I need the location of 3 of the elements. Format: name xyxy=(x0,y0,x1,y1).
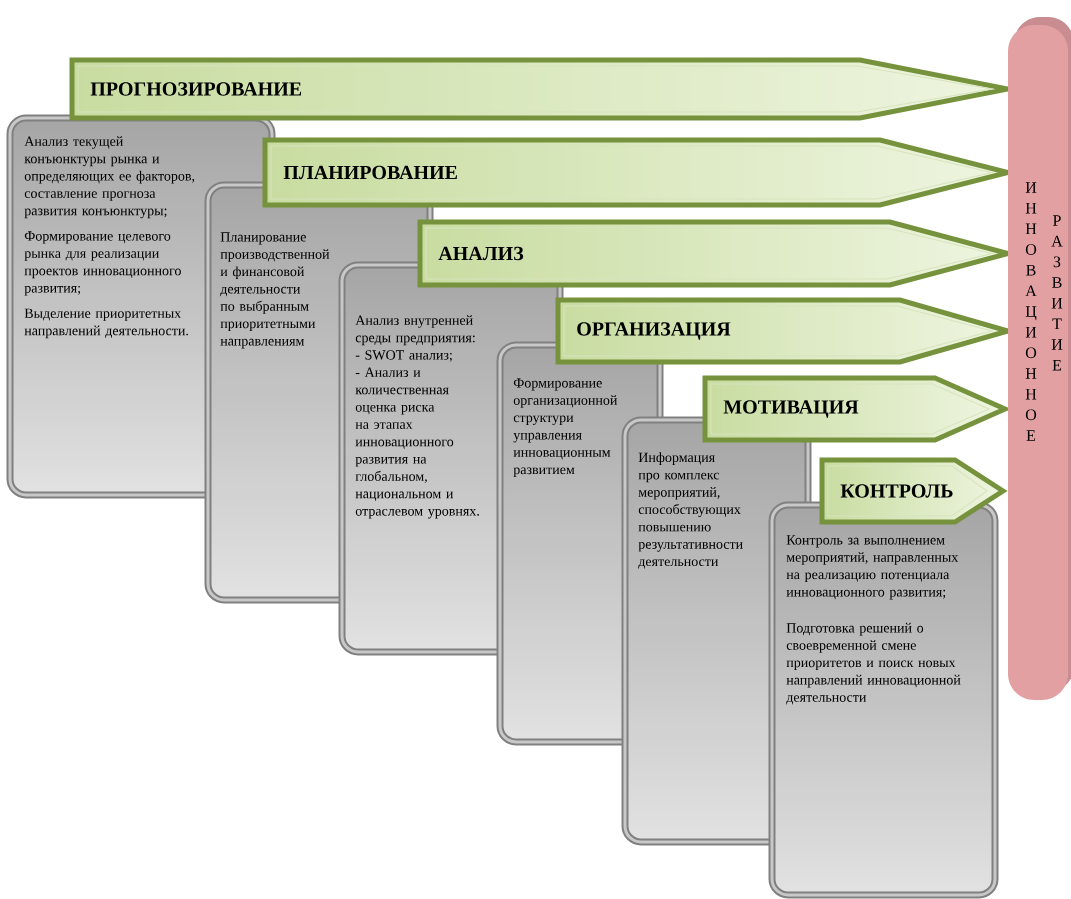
vertical-banner: ИННОВАЦИОННОЕ РАЗВИТИЕ xyxy=(1008,17,1071,700)
text-card: Контроль за выполнением мероприятий, направленных на реализацию потенциала инновационного развития; Подготовка решений о своевременной смене приоритетов и поиск новых направлений инновационной деятельности xyxy=(768,501,999,899)
arrow-banner: КОНТРОЛЬ xyxy=(819,457,1008,525)
